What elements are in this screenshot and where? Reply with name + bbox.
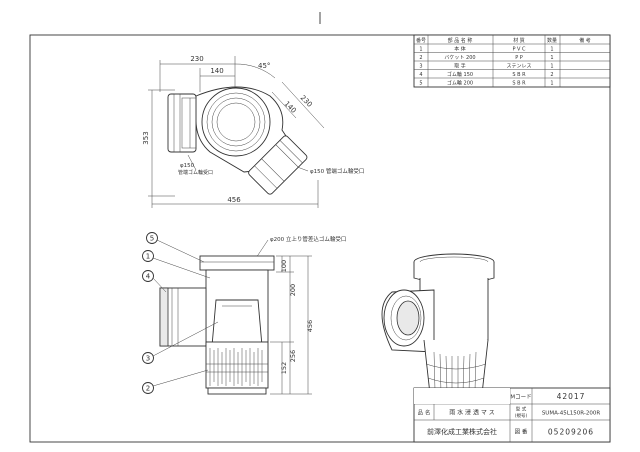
front-top-label: φ200 立上り管差込ゴム輪受口 (270, 235, 346, 243)
model-label-1: 型 式 (516, 406, 527, 413)
name-value: 雨 水 浸 透 マ ス (449, 409, 495, 417)
front-view: φ200 立上り管差込ゴム輪受口 (142, 232, 346, 395)
mcode-label: Mコード (510, 394, 531, 401)
parts-row: 2 バケット 200 P P 1 (419, 54, 553, 61)
svg-text:2: 2 (550, 72, 553, 78)
svg-text:5: 5 (419, 81, 422, 87)
balloon: 3 (142, 321, 219, 364)
balloon: 5 (146, 232, 205, 263)
front-dimensions (270, 255, 312, 395)
parts-row: 4 ゴム輪 150 S B R 2 (419, 71, 553, 78)
svg-text:1: 1 (550, 64, 553, 70)
parts-header-material: 材 質 (513, 37, 525, 44)
parts-header-qty: 数量 (547, 37, 557, 44)
svg-text:2: 2 (419, 55, 422, 61)
drawing-frame (29, 34, 611, 443)
plan-right-socket (248, 135, 308, 195)
company-name: 前澤化成工業株式会社 (427, 427, 497, 436)
dim-230-diag: 230 (299, 94, 314, 109)
dim-140-diag: 140 (283, 100, 298, 115)
dim-200: 200 (289, 284, 297, 296)
parts-row: 5 ゴム輪 200 S B R 1 (419, 80, 553, 87)
dim-456-plan: 456 (227, 196, 241, 204)
parts-table: 番号 部 品 名 称 材 質 数量 備 考 1 本 体 P V C 1 2 バケ… (413, 34, 611, 88)
svg-text:1: 1 (550, 55, 553, 61)
parts-header-note: 備 考 (579, 37, 591, 44)
svg-text:5: 5 (150, 235, 154, 243)
svg-text:S B R: S B R (512, 81, 526, 87)
svg-text:バケット 200: バケット 200 (444, 54, 475, 61)
svg-text:ゴム輪 150: ゴム輪 150 (447, 71, 473, 78)
svg-text:P P: P P (515, 55, 523, 61)
drawing-value: 05209206 (548, 428, 594, 437)
parts-header-no: 番号 (416, 37, 426, 44)
balloon: 1 (142, 250, 211, 279)
svg-text:S B R: S B R (512, 72, 526, 78)
balloon: 2 (142, 369, 209, 394)
plan-view: 230 140 45° 140 230 353 456 φ150 管端ゴム輪受口… (142, 55, 364, 208)
svg-text:ステンレス: ステンレス (506, 64, 531, 70)
svg-text:1: 1 (146, 253, 150, 261)
svg-text:本 体: 本 体 (454, 46, 466, 53)
dim-456-front: 456 (306, 320, 314, 332)
dim-140-top: 140 (210, 67, 223, 75)
dim-100: 100 (280, 260, 288, 272)
svg-text:取 手: 取 手 (454, 63, 466, 70)
front-perforated-base (205, 341, 269, 389)
label-right-socket: φ150 管端ゴム輪受口 (310, 167, 364, 175)
name-label: 品 名 (418, 409, 431, 417)
dim-230-top: 230 (190, 55, 203, 63)
parts-row: 3 取 手 ステンレス 1 (419, 63, 553, 70)
svg-text:1: 1 (550, 47, 553, 53)
parts-header-name: 部 品 名 称 (448, 37, 473, 44)
drawing-label: 図 番 (515, 429, 528, 436)
svg-text:1: 1 (419, 47, 422, 53)
svg-text:4: 4 (419, 72, 422, 78)
front-bucket-handle (211, 299, 263, 347)
angle-label: 45° (258, 62, 270, 70)
svg-text:4: 4 (146, 273, 151, 281)
dim-256: 256 (289, 350, 297, 362)
svg-text:2: 2 (146, 385, 150, 393)
svg-text:P V C: P V C (512, 47, 526, 53)
balloon: 4 (142, 270, 167, 293)
isometric-view (381, 253, 495, 399)
svg-text:3: 3 (419, 64, 422, 70)
label-left-socket: 管端ゴム輪受口 (178, 169, 213, 176)
plan-dimensions (148, 56, 325, 208)
dim-152: 152 (280, 362, 288, 374)
perforations (206, 348, 268, 386)
iso-perforations (425, 351, 487, 394)
parts-row: 1 本 体 P V C 1 (419, 46, 553, 53)
mcode-value: 42017 (557, 392, 586, 401)
model-value: SUMA-45L150R-200R (542, 411, 601, 417)
front-upper-socket (199, 255, 275, 271)
model-label-2: (規号) (515, 412, 528, 419)
label-left-phi150: φ150 (180, 163, 195, 169)
title-block: Mコード 42017 品 名 雨 水 浸 透 マ ス 型 式 (規号) SUMA… (413, 387, 611, 443)
svg-text:1: 1 (550, 81, 553, 87)
svg-text:ゴム輪 200: ゴム輪 200 (447, 80, 473, 87)
dim-353: 353 (142, 131, 150, 144)
svg-text:3: 3 (146, 355, 150, 363)
